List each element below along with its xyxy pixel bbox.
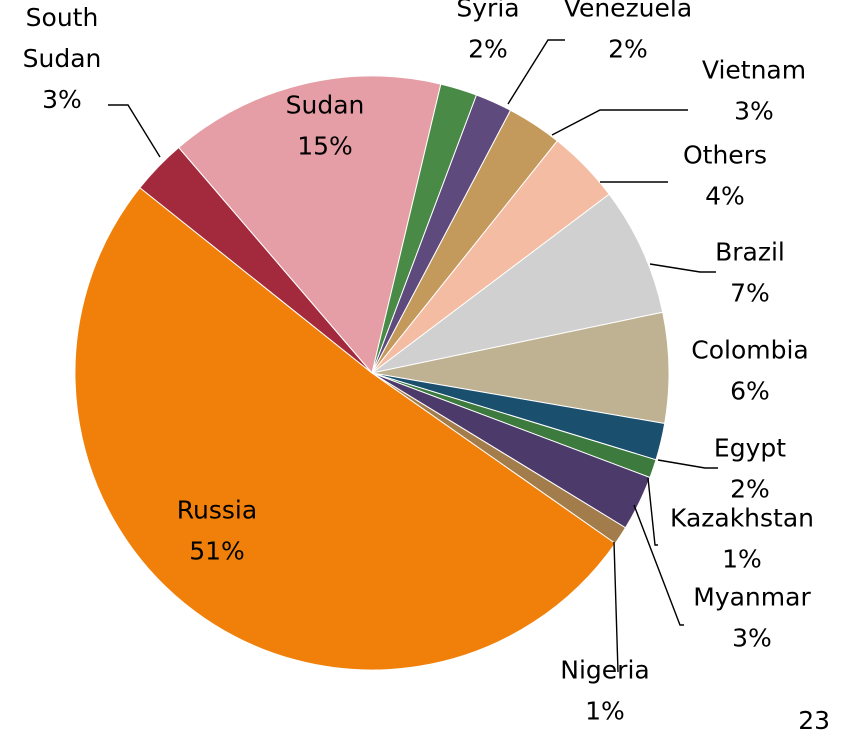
slice-label-name-egypt: Egypt: [714, 434, 786, 463]
slice-label-percent-colombia: 6%: [730, 377, 770, 406]
leader-line-nigeria: [613, 541, 619, 673]
slice-label-percent-egypt: 2%: [730, 475, 770, 504]
pie-slices: [74, 75, 670, 671]
slice-label-name-south-sudan: South: [26, 3, 99, 32]
leader-line-venezuela: [507, 39, 565, 105]
slice-label-name-nigeria: Nigeria: [560, 656, 649, 685]
slice-label-name-sudan: Sudan: [286, 91, 365, 120]
leader-line-kazakhstan: [647, 477, 658, 546]
leader-line-south-sudan: [108, 104, 161, 158]
slice-label-percent-myanmar: 3%: [732, 624, 772, 653]
slice-label-name-russia: Russia: [177, 496, 257, 525]
slice-label-name-brazil: Brazil: [715, 238, 785, 267]
slice-label-name-colombia: Colombia: [691, 336, 808, 365]
slice-label-name-syria: Syria: [456, 0, 519, 23]
pie-slice-russia: [74, 187, 616, 671]
pie-slice-sudan: [178, 75, 442, 375]
leader-line-myanmar: [633, 504, 684, 626]
slice-label-percent-venezuela: 2%: [608, 35, 648, 64]
slice-label-name-south-sudan: Sudan: [23, 44, 102, 73]
slice-label-percent-russia: 51%: [189, 537, 245, 566]
leader-line-brazil: [649, 263, 716, 273]
slice-label-name-myanmar: Myanmar: [693, 583, 811, 612]
leader-line-egypt: [657, 459, 718, 469]
slice-label-percent-sudan: 15%: [297, 132, 353, 161]
slice-label-percent-nigeria: 1%: [585, 697, 625, 726]
page-number: 23: [798, 706, 830, 735]
slice-label-percent-syria: 2%: [468, 35, 508, 64]
leader-lines: [108, 39, 718, 673]
slice-label-percent-kazakhstan: 1%: [722, 545, 762, 574]
slice-label-percent-vietnam: 3%: [734, 97, 774, 126]
pie-slice-brazil: [371, 193, 664, 374]
leader-line-vietnam: [551, 109, 688, 136]
slice-label-percent-others: 4%: [705, 182, 745, 211]
slice-label-name-venezuela: Venezuela: [564, 0, 692, 23]
slice-label-name-others: Others: [683, 141, 767, 170]
pie-slice-nigeria: [371, 372, 627, 545]
slice-label-name-vietnam: Vietnam: [702, 56, 806, 85]
slice-label-name-kazakhstan: Kazakhstan: [670, 504, 814, 533]
slice-label-percent-brazil: 7%: [730, 279, 770, 308]
slice-label-percent-south-sudan: 3%: [42, 85, 82, 114]
